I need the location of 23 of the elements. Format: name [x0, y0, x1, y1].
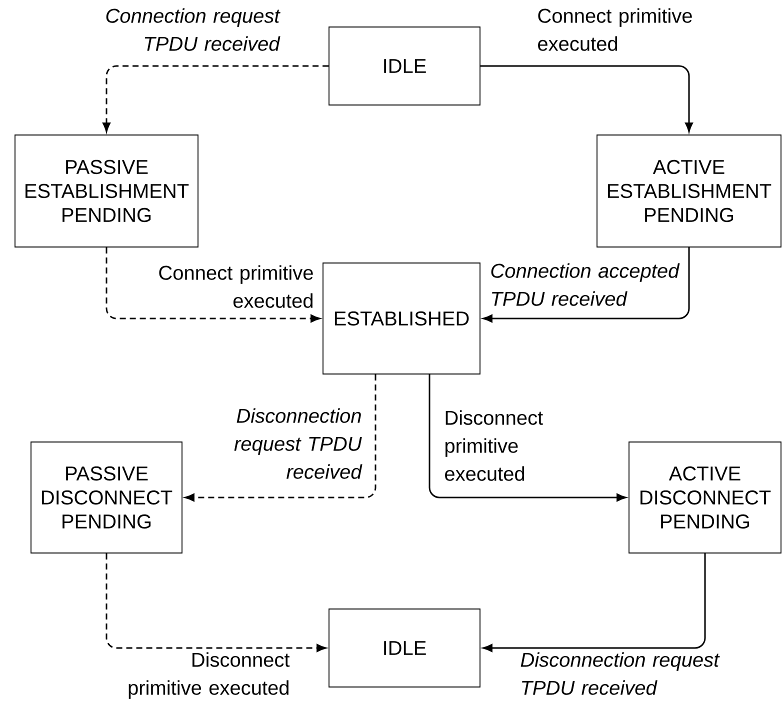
arrow — [480, 65, 693, 132]
edge-label: Connect primitive executed — [538, 8, 692, 51]
edge-label: Connection request TPDU received — [106, 8, 280, 51]
state-box: PASSIVE ESTABLISHMENT PENDING — [14, 134, 198, 248]
edge-label: Disconnect primitive executed — [128, 652, 290, 699]
arrow — [106, 553, 326, 652]
state-box: IDLE — [328, 608, 480, 688]
state-box: ACTIVE ESTABLISHMENT PENDING — [596, 134, 782, 248]
arrow — [482, 553, 706, 652]
arrow — [102, 65, 329, 132]
edge-label: Disconnection request TPDU received — [234, 408, 362, 479]
arrow — [106, 247, 320, 322]
edge-label: Connect primitive executed — [159, 265, 313, 308]
arrow — [184, 374, 376, 502]
state-box: IDLE — [328, 26, 480, 106]
state-box: ACTIVE DISCONNECT PENDING — [628, 442, 782, 554]
edge-label: Connection accepted TPDU received — [491, 263, 680, 306]
state-box: PASSIVE DISCONNECT PENDING — [30, 442, 182, 554]
state-box: ESTABLISHED — [322, 262, 480, 374]
arrow — [482, 247, 690, 322]
arrow — [428, 374, 626, 502]
edge-label: Disconnection request TPDU received — [520, 652, 720, 695]
edge-label: Disconnect primitive executed — [445, 410, 543, 481]
